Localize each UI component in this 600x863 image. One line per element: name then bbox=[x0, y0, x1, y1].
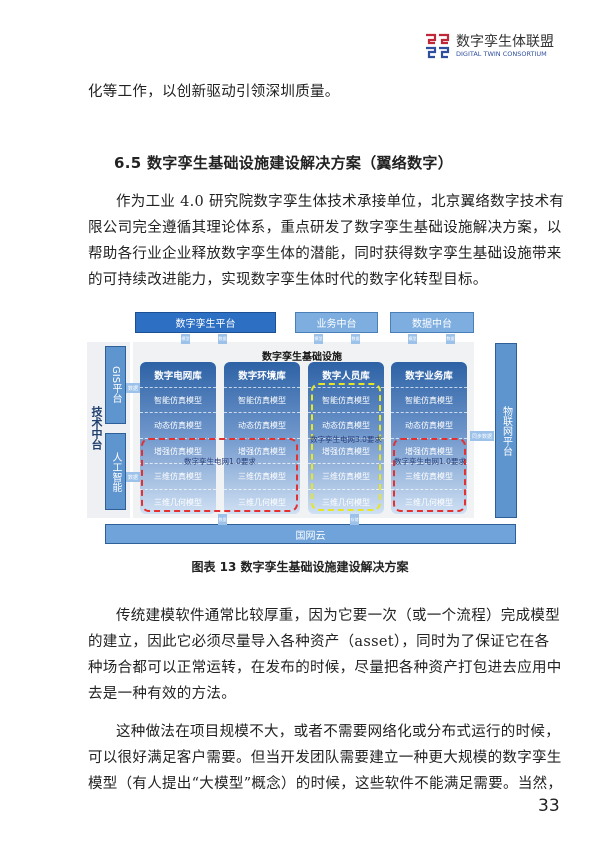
para-line: 作为工业 4.0 研究院数字孪生体技术承接单位，北京翼络数字技术有 bbox=[116, 194, 565, 210]
para-line: 模型（有人提出“大模型”概念）的时候，这些软件不能满足需要。当然， bbox=[88, 776, 563, 792]
box-business-center: 业务中台 bbox=[295, 312, 378, 333]
model-row: 动态仿真模型 bbox=[140, 412, 216, 438]
para-line: 可以很好满足客户需要。但当开发团队需要建立一种更大规模的数字孪生 bbox=[88, 750, 562, 766]
model-row: 三维仿真模型 bbox=[308, 463, 384, 489]
arrow-store-down: 存储 bbox=[350, 514, 359, 525]
para-line: 种场合都可以正常运转，在发布的时候，尽量把各种资产打包进去应用中 bbox=[88, 660, 562, 676]
req3-label: 数字孪生电网3.0要求 bbox=[310, 435, 382, 444]
library-title: 数字业务库 bbox=[405, 370, 453, 382]
para-line: 限公司完全遵循其理论体系，重点研发了数字孪生基础设施解决方案，以 bbox=[88, 220, 562, 236]
arrow-model-up-1: 模型 bbox=[181, 334, 190, 344]
box-iot-platform: 物联网平台 bbox=[495, 343, 517, 518]
section-heading: 6.5 数字孪生基础设施建设解决方案（翼络数字） bbox=[114, 154, 453, 172]
box-state-grid-cloud: 国网云 bbox=[105, 524, 516, 544]
req1-box-right bbox=[393, 438, 466, 512]
tech-center-label: 技术中台 bbox=[90, 406, 103, 450]
arrow-sync-data: 同步数据 bbox=[470, 431, 494, 441]
model-row: 动态仿真模型 bbox=[308, 412, 384, 438]
library-title: 数字电网库 bbox=[154, 370, 202, 382]
req1-box-left bbox=[141, 438, 298, 512]
model-row: 三维仿真模型 bbox=[140, 463, 216, 489]
box-data-center: 数据中台 bbox=[390, 312, 474, 333]
infrastructure-title: 数字孪生基础设施 bbox=[262, 352, 342, 363]
para-line: 传统建模软件通常比较厚重，因为它要一次（或一个流程）完成模型 bbox=[116, 608, 560, 624]
req1-label-left: 数字孪生电网1.0要求 bbox=[184, 457, 256, 466]
model-row: 三维几何模型 bbox=[391, 488, 467, 515]
arrow-model-up-3: 模型 bbox=[408, 334, 417, 344]
model-row: 三维几何模型 bbox=[140, 488, 216, 515]
req1-label-right: 数字孪生电网1.0要求 bbox=[394, 457, 466, 466]
intro-line: 化等工作，以创新驱动引领深圳质量。 bbox=[88, 84, 340, 100]
model-row: 智能仿真模型 bbox=[140, 387, 216, 413]
consortium-logo: 数字孪生体联盟 DIGITAL TWIN CONSORTIUM bbox=[424, 31, 584, 65]
model-row: 智能仿真模型 bbox=[391, 387, 467, 413]
arrow-data-ai: 数据 bbox=[126, 472, 140, 482]
model-row: 三维几何模型 bbox=[308, 488, 384, 515]
box-twin-platform: 数字孪生平台 bbox=[135, 312, 276, 333]
box-ai: 人工智能 bbox=[105, 433, 126, 510]
logo-cn-text: 数字孪生体联盟 bbox=[456, 34, 554, 50]
library-column: 数字人员库智能仿真模型动态仿真模型增强仿真模型三维仿真模型三维几何模型 bbox=[308, 362, 384, 514]
arrow-data-gis: 数据 bbox=[126, 383, 140, 393]
arrow-data-down-3: 数据 bbox=[446, 334, 455, 344]
model-row: 智能仿真模型 bbox=[308, 387, 384, 413]
page-number: 33 bbox=[538, 796, 560, 816]
arrow-model-up-2: 模型 bbox=[314, 334, 323, 344]
model-row: 增强仿真模型 bbox=[308, 437, 384, 464]
model-row: 智能仿真模型 bbox=[224, 387, 300, 413]
para-line: 的可持续改进能力，实现数字孪生体时代的数字化转型目标。 bbox=[88, 272, 488, 288]
arrow-data-down-1: 数据 bbox=[218, 334, 227, 344]
arrow-data-down-2: 数据 bbox=[351, 334, 360, 344]
library-title: 数字人员库 bbox=[322, 370, 370, 382]
para-line: 这种做法在项目规模不大，或者不需要网络化或分布式运行的时候， bbox=[116, 724, 560, 740]
model-row: 动态仿真模型 bbox=[224, 412, 300, 438]
figure-caption: 图表 13 数字孪生基础设施建设解决方案 bbox=[191, 560, 409, 574]
logo-en-text: DIGITAL TWIN CONSORTIUM bbox=[456, 50, 547, 58]
logo-mark-icon bbox=[426, 33, 450, 59]
req3-box bbox=[311, 383, 381, 511]
arrow-data-up-cloud: 数据 bbox=[218, 514, 227, 525]
model-row: 三维仿真模型 bbox=[224, 463, 300, 489]
para-line: 去是一种有效的方法。 bbox=[88, 686, 236, 702]
model-row: 三维仿真模型 bbox=[391, 463, 467, 489]
model-row: 三维几何模型 bbox=[224, 488, 300, 515]
box-gis: GIS平台 bbox=[105, 346, 126, 424]
para-line: 的建立，因此它必须尽量导入各种资产（asset），同时为了保证它在各 bbox=[88, 634, 550, 650]
para-line: 帮助各行业企业释放数字孪生体的潜能，同时获得数字孪生基础设施带来 bbox=[88, 246, 562, 262]
model-row: 动态仿真模型 bbox=[391, 412, 467, 438]
library-title: 数字环境库 bbox=[238, 370, 286, 382]
